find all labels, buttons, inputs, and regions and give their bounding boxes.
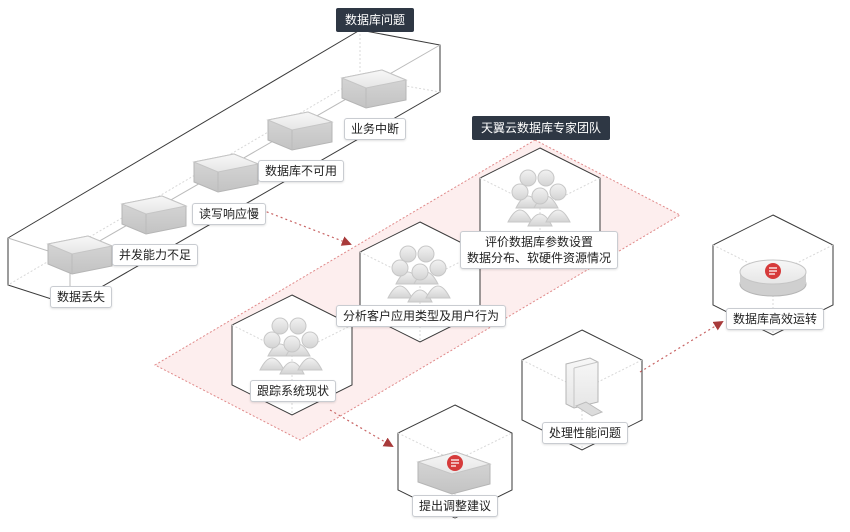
- problem-label-concurrency: 并发能力不足: [112, 244, 199, 266]
- step-label-evaluate: 评价数据库参数设置 数据分布、软硬件资源情况: [460, 231, 619, 269]
- problem-box-2: [120, 195, 188, 235]
- document-badge-icon: [416, 451, 492, 495]
- outcome-label-suggest: 提出调整建议: [412, 495, 499, 517]
- people-group-icon-analyze: [387, 245, 451, 303]
- problem-label-slow-io: 读写响应慢: [192, 203, 267, 225]
- step-label-track: 跟踪系统现状: [250, 380, 337, 402]
- step-label-evaluate-line2: 数据分布、软硬件资源情况: [467, 251, 612, 265]
- monitor-icon: [565, 357, 604, 417]
- people-group-icon-track: [259, 317, 323, 375]
- step-label-evaluate-line1: 评价数据库参数设置: [485, 235, 594, 249]
- problem-label-data-loss: 数据丢失: [50, 286, 113, 308]
- problem-label-unavailable: 数据库不可用: [258, 160, 345, 182]
- problem-box-4: [266, 111, 334, 151]
- problem-box-3: [192, 153, 260, 193]
- outcome-label-efficient: 数据库高效运转: [726, 308, 825, 330]
- problem-box-1: [46, 235, 114, 275]
- step-label-analyze: 分析客户应用类型及用户行为: [336, 305, 507, 327]
- connectors: [261, 209, 724, 448]
- database-badge-icon: [739, 259, 807, 297]
- outcome-label-handle: 处理性能问题: [542, 422, 629, 444]
- problems-title: 数据库问题: [336, 8, 415, 32]
- arrow-problems-to-team: [261, 209, 352, 246]
- arrow-track-to-suggest: [329, 409, 394, 448]
- problem-label-interruption: 业务中断: [344, 118, 407, 140]
- people-group-icon-evaluate: [507, 169, 571, 227]
- arrow-handle-to-efficient: [639, 320, 724, 373]
- team-title: 天翼云数据库专家团队: [472, 116, 611, 140]
- problem-box-5: [340, 69, 408, 109]
